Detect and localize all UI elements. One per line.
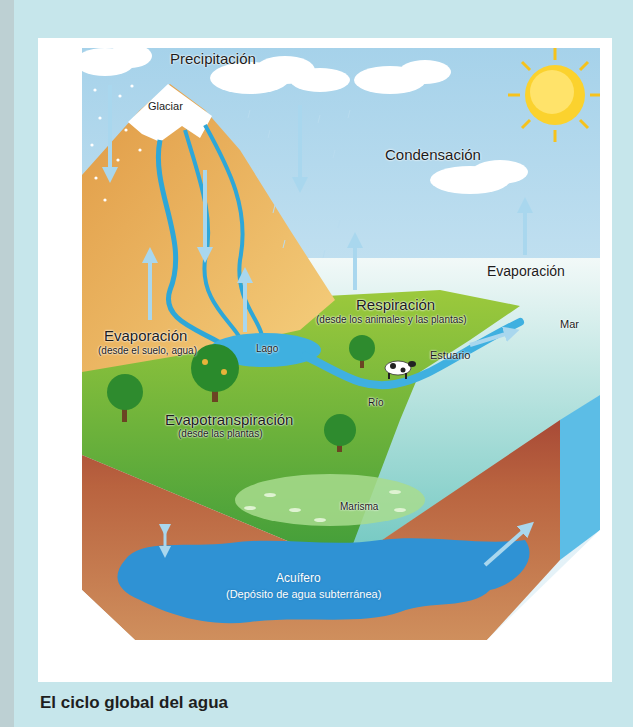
mountain bbox=[82, 84, 335, 372]
diagram-label: (desde los animales y las plantas) bbox=[316, 314, 467, 326]
figure-caption: El ciclo global del agua bbox=[40, 693, 228, 713]
sun bbox=[508, 48, 600, 142]
flow-arrow bbox=[110, 85, 528, 565]
cloud bbox=[430, 160, 528, 194]
diagram-label: Lago bbox=[256, 343, 278, 355]
diagram-label: Río bbox=[368, 397, 384, 409]
diagram-label: Evaporación bbox=[104, 327, 187, 344]
soil bbox=[82, 420, 560, 640]
diagram-label: Estuario bbox=[430, 349, 470, 362]
diagram-label: Acuífero bbox=[276, 572, 321, 586]
diagram-label: Evapotranspiración bbox=[165, 411, 293, 428]
diagram-label: Glaciar bbox=[148, 100, 183, 113]
diagram-label: (desde el suelo, agua) bbox=[98, 345, 197, 357]
exchange-arrow bbox=[164, 530, 167, 552]
aquifer bbox=[117, 538, 529, 623]
glacier-stream bbox=[205, 125, 262, 336]
cloud bbox=[75, 44, 152, 76]
marsh-marks bbox=[244, 490, 406, 522]
panel bbox=[38, 38, 612, 682]
tree bbox=[349, 335, 375, 368]
cow bbox=[385, 361, 416, 379]
sky bbox=[82, 48, 602, 648]
tree bbox=[191, 344, 239, 402]
diagram-label: Marisma bbox=[340, 501, 378, 513]
sea-face bbox=[560, 395, 600, 560]
marsh bbox=[235, 474, 425, 526]
glacier-stream bbox=[158, 140, 222, 344]
frame-shadow bbox=[0, 0, 14, 727]
glacier-stream bbox=[185, 130, 240, 338]
cloud bbox=[354, 60, 451, 94]
snow bbox=[90, 84, 141, 201]
diagram-label: (Depósito de agua subterránea) bbox=[226, 588, 381, 601]
tree bbox=[107, 374, 143, 422]
diagram-label: (desde las plantas) bbox=[178, 428, 263, 440]
diagram-label: Mar bbox=[560, 318, 579, 331]
diagram-label: Condensación bbox=[385, 146, 481, 163]
diagram-label: Evaporación bbox=[487, 263, 565, 279]
snow-cap bbox=[128, 84, 212, 142]
river bbox=[305, 322, 520, 385]
tree bbox=[324, 414, 356, 452]
diagram-label: Respiración bbox=[356, 296, 435, 313]
diagram-label: Precipitación bbox=[170, 50, 256, 67]
